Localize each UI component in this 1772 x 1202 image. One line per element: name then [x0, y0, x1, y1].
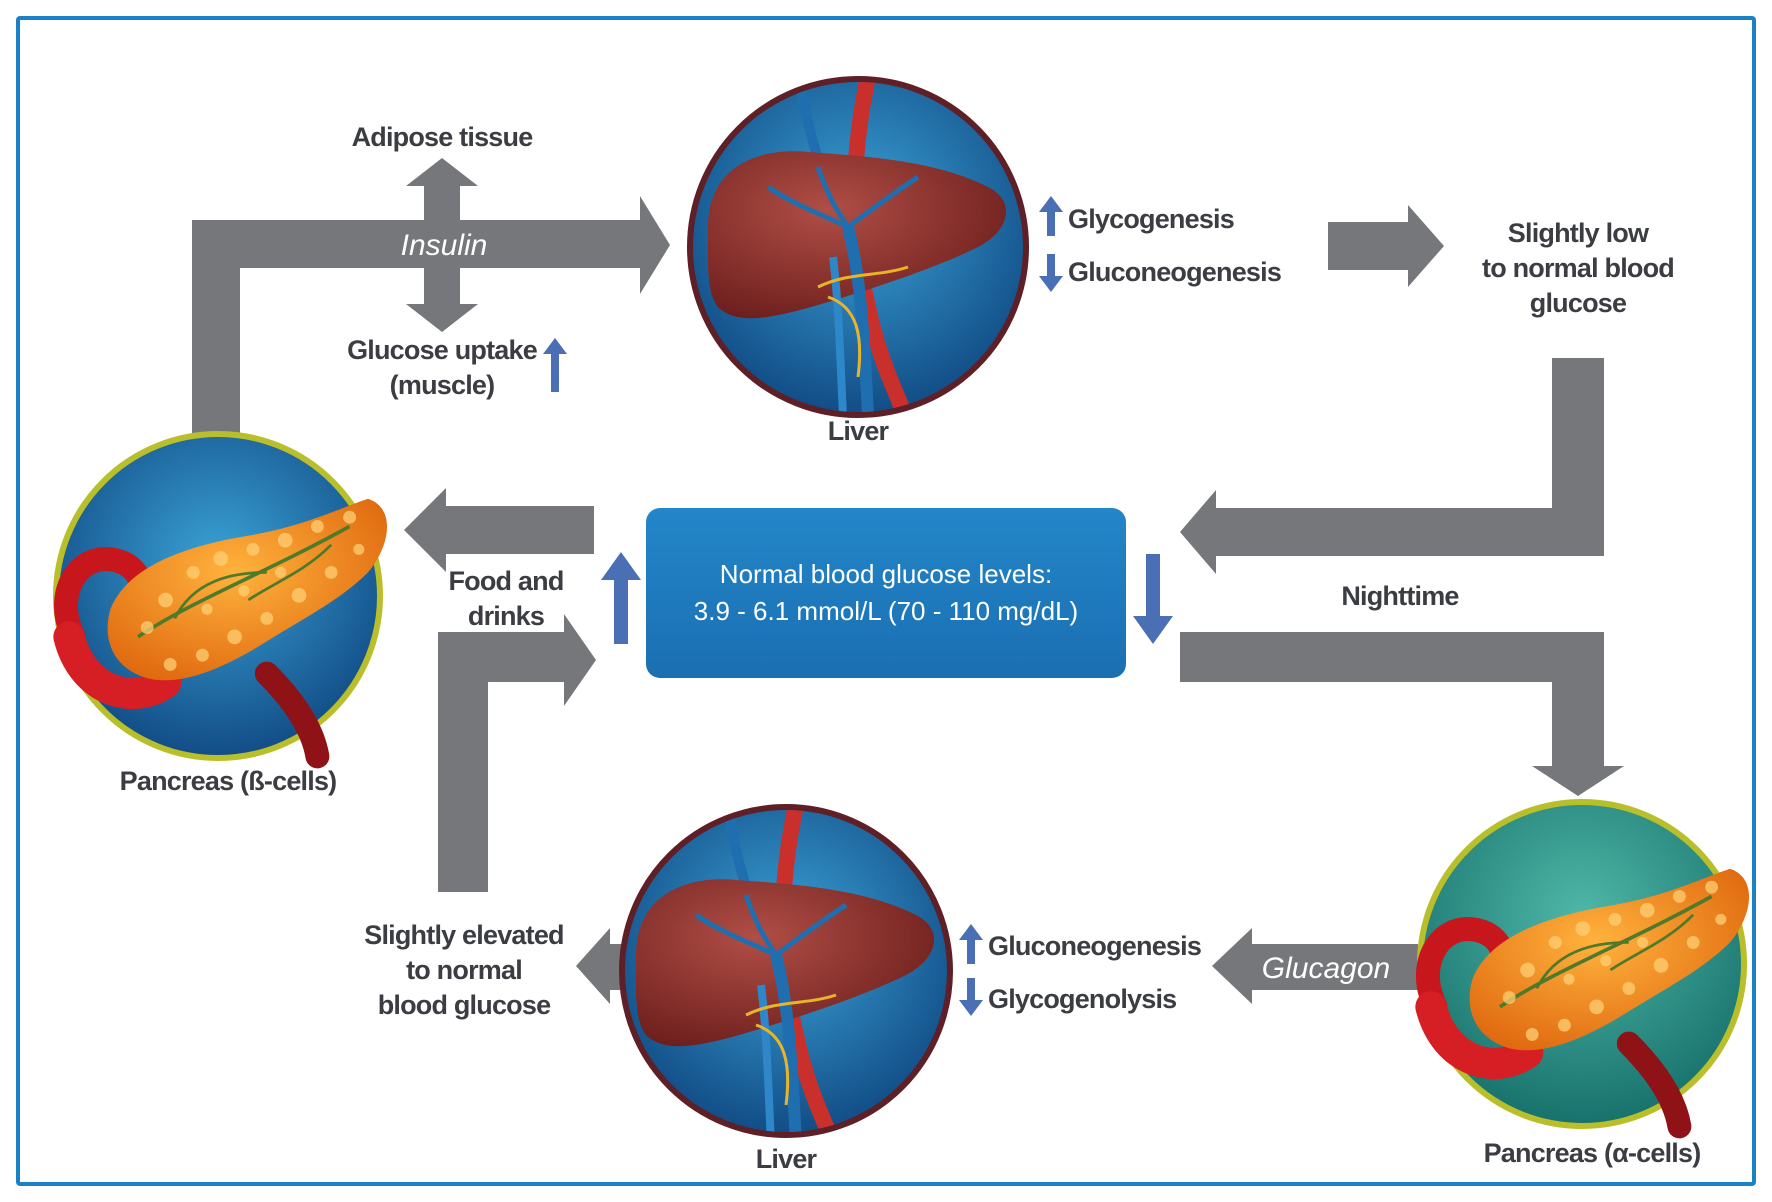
glycogenolysis-label: Glycogenolysis: [988, 984, 1176, 1014]
to-pancreas-alpha-arrow: [1180, 632, 1624, 796]
slightly-elevated-line-2: to normal: [406, 955, 522, 985]
food-drinks-line-2: drinks: [468, 601, 544, 631]
pancreas-beta-circle: [56, 431, 387, 758]
box-up-arrow-icon: [601, 552, 641, 644]
glucagon-label: Glucagon: [1262, 952, 1390, 985]
gluconeogenesis-bottom-up-arrow-icon: [959, 924, 983, 964]
slightly-low-line-1: Slightly low: [1508, 218, 1650, 248]
liver-top-circle: [687, 76, 1029, 418]
glucose-uptake-up-arrow-icon: [543, 338, 567, 392]
to-slightly-elevated-arrow: [576, 928, 622, 1004]
box-down-arrow-icon: [1133, 554, 1173, 644]
muscle-label: (muscle): [390, 370, 495, 400]
food-drinks-line-1: Food and: [448, 566, 563, 596]
adipose-muscle-double-arrow: [406, 158, 478, 332]
liver-top-label: Liver: [828, 416, 890, 446]
gluconeogenesis-down-arrow-icon: [1039, 254, 1063, 292]
diagram-frame: [16, 16, 1756, 1186]
slightly-low-line-2: to normal blood: [1482, 253, 1674, 283]
glycogenesis-up-arrow-icon: [1039, 196, 1063, 236]
nighttime-label: Nighttime: [1341, 581, 1459, 611]
glucagon-arrow: [1212, 928, 1418, 1004]
insulin-label: Insulin: [401, 229, 488, 262]
glucose-uptake-label: Glucose uptake: [347, 335, 538, 365]
to-pancreas-beta-arrow: [404, 488, 594, 572]
glycogenesis-label: Glycogenesis: [1068, 204, 1234, 234]
box-line-1: Normal blood glucose levels:: [720, 559, 1052, 589]
gluconeogenesis-top-label: Gluconeogenesis: [1068, 257, 1281, 287]
nighttime-return-arrow: [1180, 358, 1604, 574]
gluconeogenesis-bottom-label: Gluconeogenesis: [988, 931, 1201, 961]
liver-bottom-label: Liver: [756, 1144, 818, 1174]
adipose-tissue-label: Adipose tissue: [352, 122, 534, 152]
insulin-arrow: [192, 196, 670, 440]
normal-glucose-box: Normal blood glucose levels: 3.9 - 6.1 m…: [646, 508, 1126, 678]
liver-bottom-circle: [619, 804, 953, 1138]
glycogenolysis-down-arrow-icon: [959, 978, 983, 1016]
pancreas-alpha-label: Pancreas (α-cells): [1484, 1138, 1701, 1168]
pancreas-alpha-circle: [1420, 799, 1749, 1126]
slightly-low-line-3: glucose: [1530, 288, 1627, 318]
to-slightly-low-arrow: [1328, 205, 1444, 287]
slightly-elevated-line-1: Slightly elevated: [364, 920, 563, 950]
slightly-elevated-line-3: blood glucose: [378, 990, 551, 1020]
pancreas-beta-label: Pancreas (ß-cells): [120, 766, 337, 796]
food-drinks-arrow: [438, 614, 596, 892]
box-line-2: 3.9 - 6.1 mmol/L (70 - 110 mg/dL): [694, 596, 1078, 626]
